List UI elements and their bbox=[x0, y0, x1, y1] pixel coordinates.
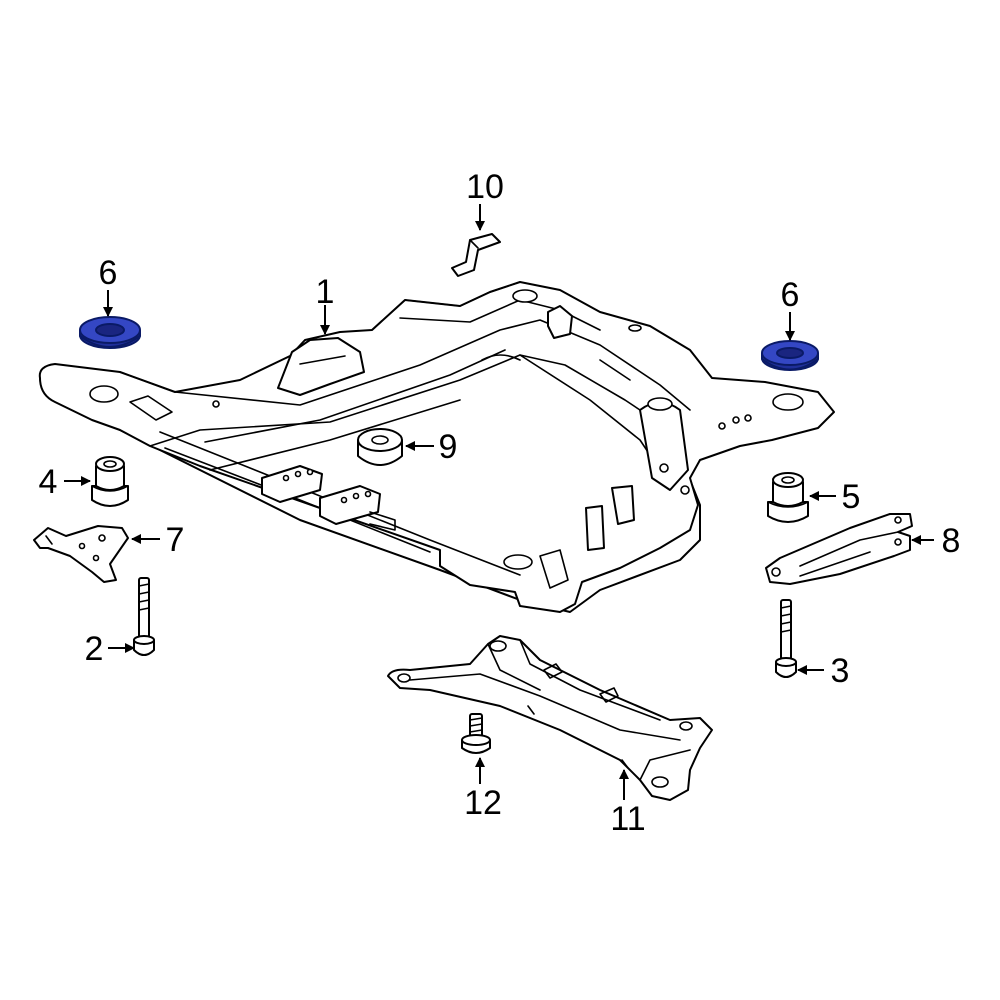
bolt-right bbox=[775, 599, 797, 678]
insulator-left bbox=[79, 316, 141, 349]
callout-3: 3 bbox=[831, 652, 850, 690]
mount-bushing bbox=[357, 428, 403, 466]
front-subframe bbox=[38, 281, 835, 613]
bracket bbox=[451, 233, 501, 277]
callout-8: 8 bbox=[942, 522, 961, 560]
rear-crossmember bbox=[387, 635, 713, 801]
bolt-left bbox=[133, 577, 155, 656]
stud-bolt bbox=[461, 713, 491, 754]
plate-right bbox=[765, 513, 913, 585]
callout-6-left: 6 bbox=[99, 254, 118, 292]
callout-7: 7 bbox=[166, 521, 185, 559]
insulator-right bbox=[761, 340, 819, 371]
bushing-right bbox=[767, 472, 809, 523]
callout-10: 10 bbox=[466, 168, 504, 206]
bushing-left bbox=[91, 456, 129, 507]
callout-1: 1 bbox=[316, 273, 335, 311]
callout-2: 2 bbox=[85, 630, 104, 668]
callout-9: 9 bbox=[439, 428, 458, 466]
callout-6-right: 6 bbox=[781, 276, 800, 314]
leader-arrows bbox=[64, 204, 934, 800]
plate-left bbox=[33, 525, 129, 583]
callout-11: 11 bbox=[610, 800, 645, 838]
callout-5: 5 bbox=[842, 478, 861, 516]
callout-12: 12 bbox=[464, 784, 502, 822]
callout-4: 4 bbox=[39, 463, 58, 501]
